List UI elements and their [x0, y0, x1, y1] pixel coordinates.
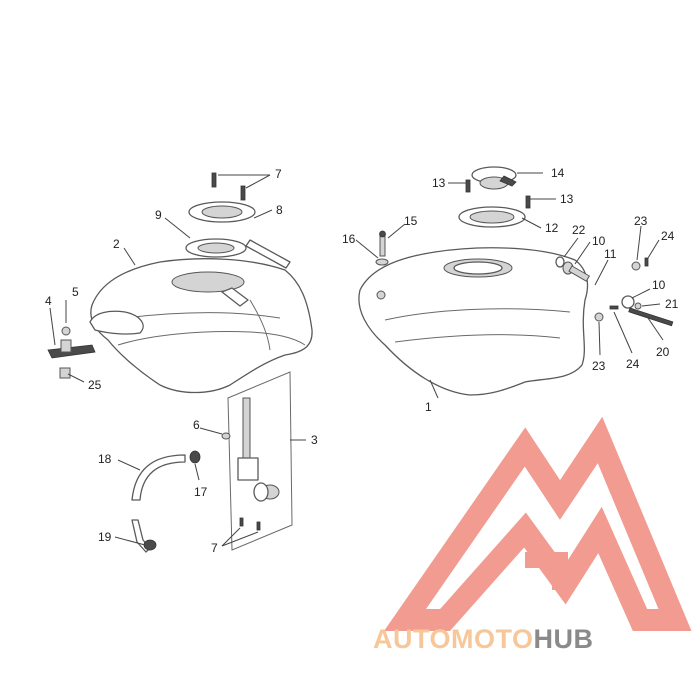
callout-22: 22 — [572, 223, 586, 237]
watermark-hub: HUB — [534, 624, 594, 654]
watermark-moto: MOTO — [451, 624, 534, 654]
callout-23-bottom: 23 — [592, 359, 606, 373]
watermark-text: AUTOMOTOHUB — [373, 624, 594, 654]
callout-7-bottom: 7 — [211, 541, 218, 555]
fuel-tank-right — [358, 247, 589, 396]
callout-10-bottom: 10 — [652, 278, 666, 292]
leader-lines — [49, 172, 664, 547]
clip-17 — [189, 450, 201, 464]
watermark-auto: AUTO — [373, 624, 451, 654]
callout-6: 6 — [193, 418, 200, 432]
callout-10-top: 10 — [592, 234, 606, 248]
callout-8: 8 — [276, 203, 283, 217]
callout-13-left: 13 — [432, 176, 446, 190]
svg-text:AUTOMOTOHUB: AUTOMOTOHUB — [373, 624, 594, 654]
callout-4: 4 — [45, 294, 52, 308]
callout-14: 14 — [551, 166, 565, 180]
callout-labels: 7 9 8 2 5 4 25 6 3 18 17 19 7 15 16 13 1… — [45, 166, 679, 555]
fuel-tap-assembly — [221, 371, 293, 551]
callout-11: 11 — [604, 247, 617, 261]
callout-21: 21 — [665, 297, 679, 311]
callout-19: 19 — [98, 530, 112, 544]
gasket-12 — [458, 206, 526, 228]
hose-8 — [245, 239, 291, 269]
callout-1: 1 — [425, 400, 432, 414]
callout-7-top: 7 — [275, 167, 282, 181]
callout-3: 3 — [311, 433, 318, 447]
callout-18: 18 — [98, 452, 112, 466]
grommet-25 — [59, 367, 71, 379]
washer-16 — [375, 258, 389, 266]
fuel-tank-left — [89, 258, 313, 394]
watermark-logo — [383, 416, 692, 631]
callout-24-top: 24 — [661, 229, 675, 243]
callout-17: 17 — [194, 485, 208, 499]
callout-20: 20 — [656, 345, 670, 359]
mounting-hardware — [555, 256, 674, 327]
callout-12: 12 — [545, 221, 559, 235]
callout-24-bottom: 24 — [626, 357, 640, 371]
bolt-15 — [379, 230, 386, 257]
filler-ring-9 — [185, 201, 256, 258]
callout-5: 5 — [72, 285, 79, 299]
bracket-4 — [47, 339, 96, 359]
callout-2: 2 — [113, 237, 120, 251]
callout-23-top: 23 — [634, 214, 648, 228]
callout-15: 15 — [404, 214, 418, 228]
callout-25: 25 — [88, 378, 102, 392]
filler-cap-14 — [471, 166, 517, 190]
bolts-7-left — [211, 172, 246, 201]
callout-13-right: 13 — [560, 192, 574, 206]
clip-19 — [143, 539, 157, 551]
screws-13 — [465, 179, 531, 209]
washer-5 — [61, 326, 71, 336]
callout-9: 9 — [155, 208, 162, 222]
callout-16: 16 — [342, 232, 356, 246]
